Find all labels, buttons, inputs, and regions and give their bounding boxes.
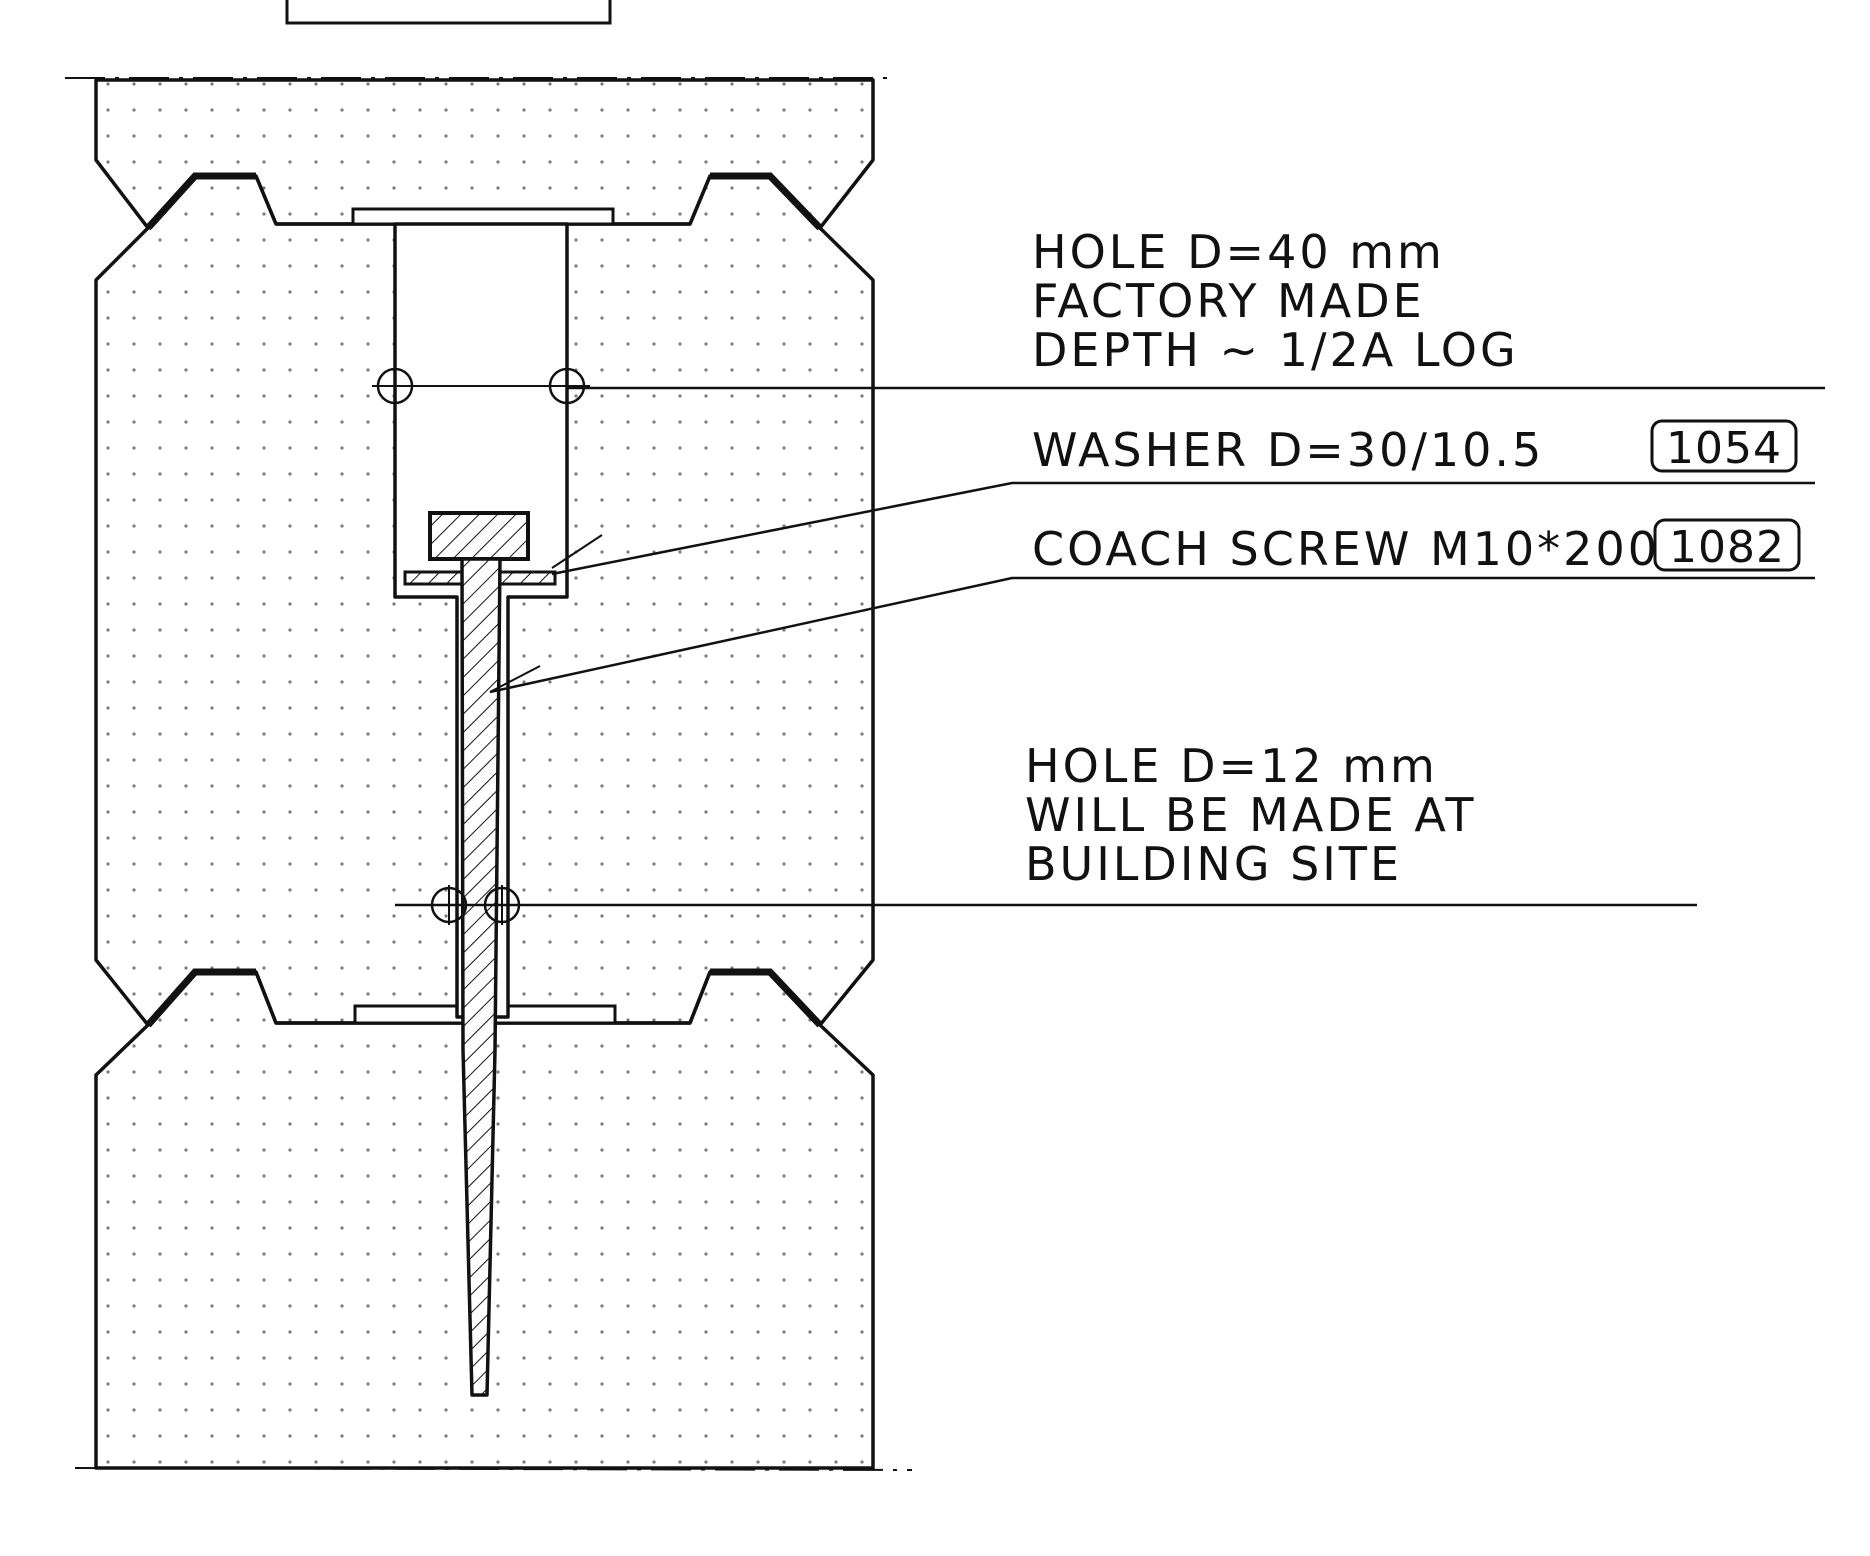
- groove-top-left: [145, 172, 256, 231]
- screw-ref-number: 1082: [1669, 522, 1785, 573]
- groove-bottom-left: [145, 968, 256, 1028]
- bottom-center-line: [74, 1467, 913, 1471]
- screw-head: [428, 511, 530, 561]
- hole40-label-line2: FACTORY MADE: [1032, 274, 1425, 328]
- top-seal-strip: [351, 207, 615, 226]
- hole12-label-line2: WILL BE MADE AT: [1025, 788, 1476, 842]
- hole12-label-line3: BUILDING SITE: [1025, 837, 1402, 891]
- washer-ref-number: 1054: [1666, 423, 1782, 474]
- screw-label: COACH SCREW M10*200: [1032, 522, 1660, 576]
- leader-washer: [551, 481, 1815, 576]
- screw-ref-box: [1653, 518, 1801, 572]
- leader-screw: [489, 576, 1815, 694]
- washer-ref-box: [1650, 419, 1798, 473]
- washer-label: WASHER D=30/10.5: [1032, 423, 1544, 477]
- groove-top-right: [710, 172, 823, 231]
- groove-bottom-right: [710, 968, 823, 1028]
- screw-shank: [460, 557, 502, 1397]
- top-edge-rectangle: [285, 0, 612, 25]
- hole12-label-line1: HOLE D=12 mm: [1025, 739, 1438, 793]
- hole40-label-line3: DEPTH ~ 1/2A LOG: [1032, 323, 1519, 377]
- hole40-label-line1: HOLE D=40 mm: [1032, 225, 1445, 279]
